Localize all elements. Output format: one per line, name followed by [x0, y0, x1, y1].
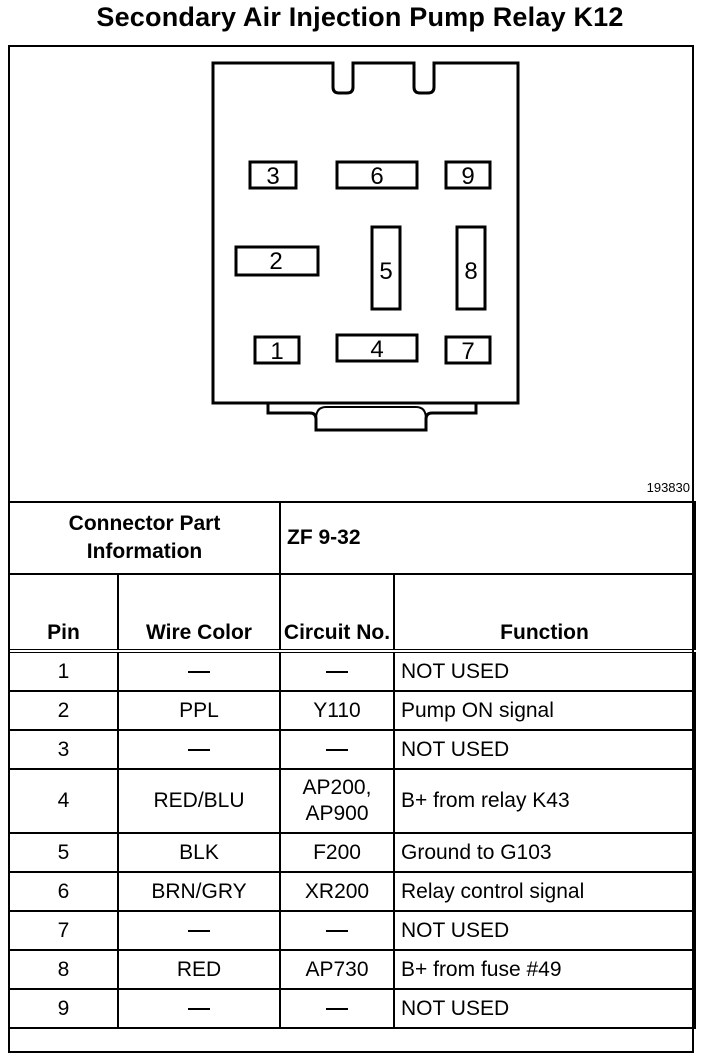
pin-cell: 1: [8, 650, 119, 692]
pin-label-7: 7: [461, 338, 474, 365]
function-cell: NOT USED: [393, 910, 696, 951]
function-header: Function: [393, 573, 696, 653]
wire-color-cell: [117, 910, 281, 951]
pin-cell: 7: [8, 910, 119, 951]
dash-mark: [326, 748, 348, 751]
wire-color-cell: [117, 650, 281, 692]
circuit-cell: [279, 650, 395, 692]
pin-cavity-5: [370, 225, 402, 311]
circuit-cell: [279, 910, 395, 951]
pin-cell: 4: [8, 768, 119, 834]
wire-color-cell: [117, 729, 281, 770]
pin-label-2: 2: [269, 248, 282, 275]
dash-mark: [326, 1007, 348, 1010]
function-cell: NOT USED: [393, 650, 696, 692]
connector-part-label: Connector Part Information: [8, 501, 281, 575]
connector-face-drawing: 3 6 9 2 5 8 1 4 7: [211, 61, 520, 432]
circuit-cell: AP200,AP900: [279, 768, 395, 834]
function-cell: NOT USED: [393, 729, 696, 770]
circuit-cell: Y110: [279, 690, 395, 731]
function-cell: B+ from relay K43: [393, 768, 696, 834]
wire-color-cell: BRN/GRY: [117, 871, 281, 912]
dash-mark: [188, 929, 210, 932]
pin-label-8: 8: [464, 258, 477, 285]
pin-cell: 8: [8, 949, 119, 990]
pin-cell: 2: [8, 690, 119, 731]
circuit-cell: F200: [279, 832, 395, 873]
pin-cavity-4: [335, 333, 419, 363]
function-cell: Relay control signal: [393, 871, 696, 912]
pin-cell: 6: [8, 871, 119, 912]
wire-color-header: Wire Color: [117, 573, 281, 653]
pin-label-1: 1: [270, 338, 283, 365]
pin-cell: 5: [8, 832, 119, 873]
pin-cavity-3: [248, 160, 298, 190]
pin-cavity-9: [444, 160, 492, 190]
pin-header: Pin: [8, 573, 119, 653]
circuit-cell: [279, 729, 395, 770]
circuit-cell: XR200: [279, 871, 395, 912]
figure-number: 193830: [646, 480, 690, 495]
dash-mark: [188, 1007, 210, 1010]
function-cell: Ground to G103: [393, 832, 696, 873]
pin-label-5: 5: [379, 258, 392, 285]
table-row: 3 NOT USED: [8, 729, 696, 770]
pin-label-9: 9: [461, 163, 474, 190]
function-cell: B+ from fuse #49: [393, 949, 696, 990]
pin-label-3: 3: [266, 163, 279, 190]
connector-info-table: Connector Part Information ZF 9-32: [8, 501, 696, 575]
table-row: 9 NOT USED: [8, 988, 696, 1029]
function-cell: NOT USED: [393, 988, 696, 1029]
connector-part-value: ZF 9-32: [279, 501, 696, 575]
pin-label-4: 4: [370, 336, 383, 363]
function-cell: Pump ON signal: [393, 690, 696, 731]
pin-cavity-6: [335, 160, 419, 190]
pin-cavity-7: [444, 335, 492, 365]
wire-color-cell: PPL: [117, 690, 281, 731]
dash-mark: [326, 929, 348, 932]
pin-cavity-2: [234, 245, 320, 277]
dash-mark: [188, 748, 210, 751]
page-title: Secondary Air Injection Pump Relay K12: [96, 2, 624, 32]
wire-color-cell: RED: [117, 949, 281, 990]
wire-color-cell: [117, 988, 281, 1029]
connector-latch: [266, 403, 478, 432]
dash-mark: [188, 670, 210, 673]
table-row: 7 NOT USED: [8, 910, 696, 951]
pin-label-6: 6: [370, 163, 383, 190]
circuit-header: Circuit No.: [279, 573, 395, 653]
dash-mark: [326, 670, 348, 673]
wire-color-cell: RED/BLU: [117, 768, 281, 834]
circuit-cell: [279, 988, 395, 1029]
circuit-cell: AP730: [279, 949, 395, 990]
table-row: 1 NOT USED: [8, 650, 696, 692]
pin-cavity-8: [455, 225, 487, 311]
pin-cell: 3: [8, 729, 119, 770]
wire-color-cell: BLK: [117, 832, 281, 873]
pin-cell: 9: [8, 988, 119, 1029]
pin-cavity-1: [253, 335, 301, 365]
connector-diagram: 3 6 9 2 5 8 1 4 7 193830: [10, 47, 692, 503]
connector-body: [211, 61, 520, 405]
